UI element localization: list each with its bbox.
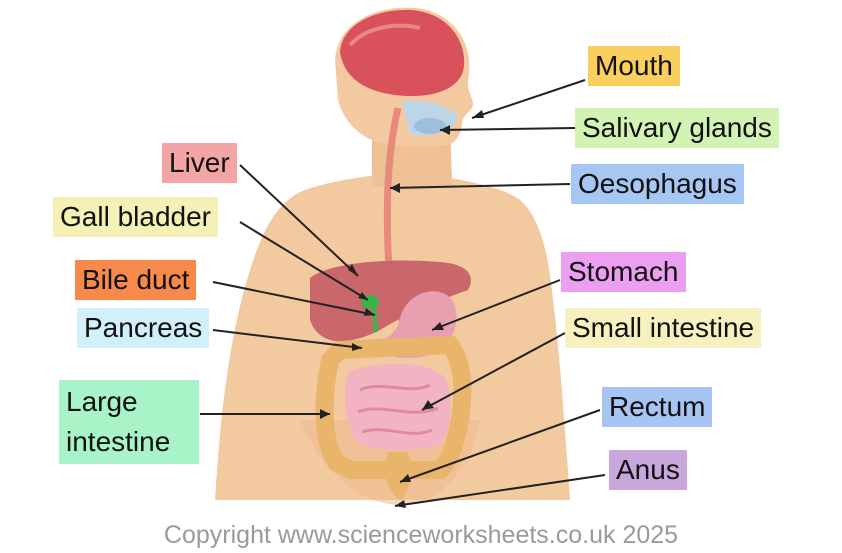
pointer-bile-duct	[212, 281, 376, 316]
label-small-intestine: Small intestine	[565, 308, 762, 348]
label-rectum: Rectum	[602, 387, 713, 427]
salivary-gland	[414, 118, 446, 134]
pointer-small-intestine	[421, 332, 566, 411]
copyright-notice: Copyright www.scienceworksheets.co.uk 20…	[163, 521, 679, 549]
rectum-organ	[385, 452, 411, 500]
pointer-oesophagus	[389, 183, 571, 189]
label-salivary-glands: Salivary glands	[575, 108, 779, 148]
label-mouth: Mouth	[588, 46, 680, 86]
pointer-salivary	[439, 127, 576, 131]
label-anus: Anus	[609, 450, 687, 490]
label-stomach: Stomach	[561, 252, 686, 292]
pointer-liver	[239, 164, 359, 277]
pointer-mouth	[471, 79, 586, 119]
pointer-pancreas	[212, 329, 363, 349]
liver-organ	[310, 260, 471, 342]
pointer-gall-bladder	[239, 221, 369, 301]
label-gall-bladder: Gall bladder	[53, 197, 218, 237]
pointer-stomach	[431, 279, 561, 331]
pointer-anus	[394, 474, 606, 507]
label-large-intestine: Large intestine	[59, 380, 199, 464]
label-liver: Liver	[162, 143, 237, 183]
label-oesophagus: Oesophagus	[571, 164, 744, 204]
label-bile-duct: Bile duct	[75, 260, 197, 300]
label-pancreas: Pancreas	[77, 308, 210, 348]
small-intestine-organ	[345, 363, 451, 451]
pointer-rectum	[399, 409, 601, 483]
